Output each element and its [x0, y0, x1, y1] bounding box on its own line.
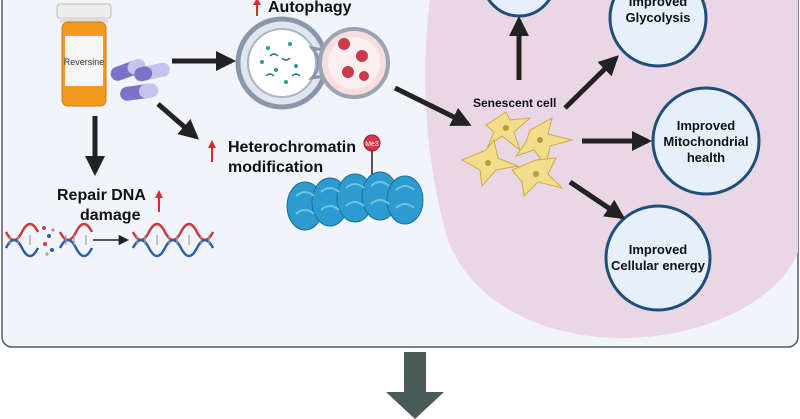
me3-label: Me3	[365, 141, 379, 148]
up-arrow-heterochromatin	[208, 140, 216, 162]
glycolysis-label-2: Glycolysis	[625, 10, 690, 25]
energy-label-1: Improved	[629, 242, 688, 257]
senescent-cell-label: Senescent cell	[473, 96, 556, 110]
heterochromatin-label-1: Heterochromatin	[228, 139, 356, 156]
outcome-cellular-energy: Improved Cellular energy	[604, 204, 712, 312]
repair-dna-label-1: Repair DNA	[57, 187, 146, 204]
up-arrow-autophagy	[253, 0, 261, 16]
autophagy-label: Autophagy	[268, 0, 352, 16]
dna-repaired-icon	[131, 222, 215, 258]
energy-label-2: Cellular energy	[611, 258, 706, 273]
pills-icon	[110, 59, 170, 101]
autophagy-icon	[235, 16, 390, 110]
mito-label-1: Improved	[677, 118, 736, 133]
mito-label-2: Mitochondrial	[663, 134, 748, 149]
reversine-bottle: Reversine	[56, 3, 112, 107]
senescent-cells-icon	[460, 111, 574, 198]
arrow-cell-to-energy	[568, 179, 626, 220]
heterochromatin-label-2: modification	[228, 159, 323, 176]
outcome-glycolysis: Improved Glycolysis	[608, 0, 708, 68]
up-arrow-repair	[155, 190, 163, 212]
reversine-label: Reversine	[64, 57, 105, 67]
repair-dna-label-2: damage	[80, 207, 141, 224]
bottom-down-arrow	[386, 352, 444, 419]
nucleosome-icon: Me3	[286, 134, 424, 231]
arrow-cell-to-glycolysis	[563, 55, 619, 110]
dna-damaged-icon	[4, 222, 94, 258]
mito-label-3: health	[687, 150, 725, 165]
arrow-autophagy-to-cell	[393, 85, 472, 127]
glycolysis-label-1: Improved	[629, 0, 688, 9]
arrow-pill-to-heterochromatin	[156, 102, 200, 140]
outcome-mitochondrial: Improved Mitochondrial health	[651, 86, 761, 196]
